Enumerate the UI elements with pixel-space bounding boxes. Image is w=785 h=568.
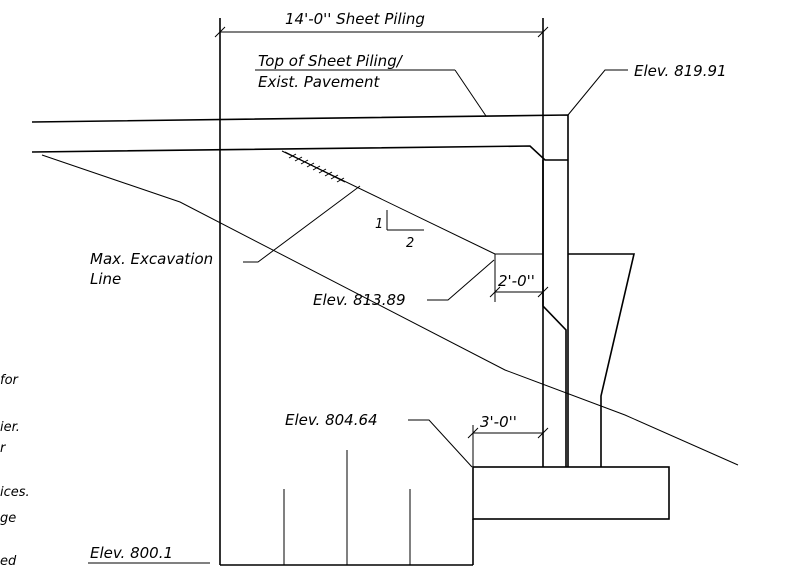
footing (472, 466, 670, 520)
wall-stem-back (568, 253, 636, 467)
dim-3ft (467, 425, 549, 467)
elev-top-label: Elev. 819.91 (634, 62, 727, 80)
slope-rise: 1 (375, 217, 383, 232)
dim-2ft-label: 2'-0'' (498, 272, 535, 290)
note-fragment-5: ge (0, 511, 16, 526)
pavement-bottom-line (31, 145, 568, 161)
max-excavation-label-line2: Line (90, 270, 121, 288)
sheet-piling-width-label: 14'-0'' Sheet Piling (285, 10, 425, 28)
sheet-piling-dimension (214, 26, 549, 38)
note-fragment-3: r (0, 441, 7, 456)
existing-pavement-label: Exist. Pavement (258, 73, 380, 91)
top-of-sheet-piling-label: Top of Sheet Piling/ (258, 52, 404, 70)
wall-stem-front (542, 160, 567, 467)
note-fragment-4: ices. (0, 485, 30, 500)
note-fragment-2: ier. (0, 420, 20, 435)
dim-3ft-label: 3'-0'' (480, 413, 517, 431)
top-leader (454, 69, 487, 117)
dim-2ft (489, 254, 549, 302)
max-excavation-leader (243, 185, 361, 263)
slope-symbol (386, 210, 424, 231)
note-fragment-6: ed (0, 554, 17, 568)
max-excavation-label: Max. Excavation (90, 250, 213, 268)
existing-ground-line (41, 154, 739, 466)
note-fragment-1: for (0, 373, 20, 388)
elev-footing-leader (408, 419, 473, 468)
elev-footing-label: Elev. 804.64 (285, 411, 378, 429)
elev-bottom-label: Elev. 800.1 (90, 544, 173, 562)
elev-top-leader (567, 69, 628, 116)
elev-mid-leader (427, 259, 495, 301)
slope-run: 2 (406, 236, 414, 251)
elev-mid-label: Elev. 813.89 (313, 291, 406, 309)
ground-hatching (284, 151, 346, 183)
